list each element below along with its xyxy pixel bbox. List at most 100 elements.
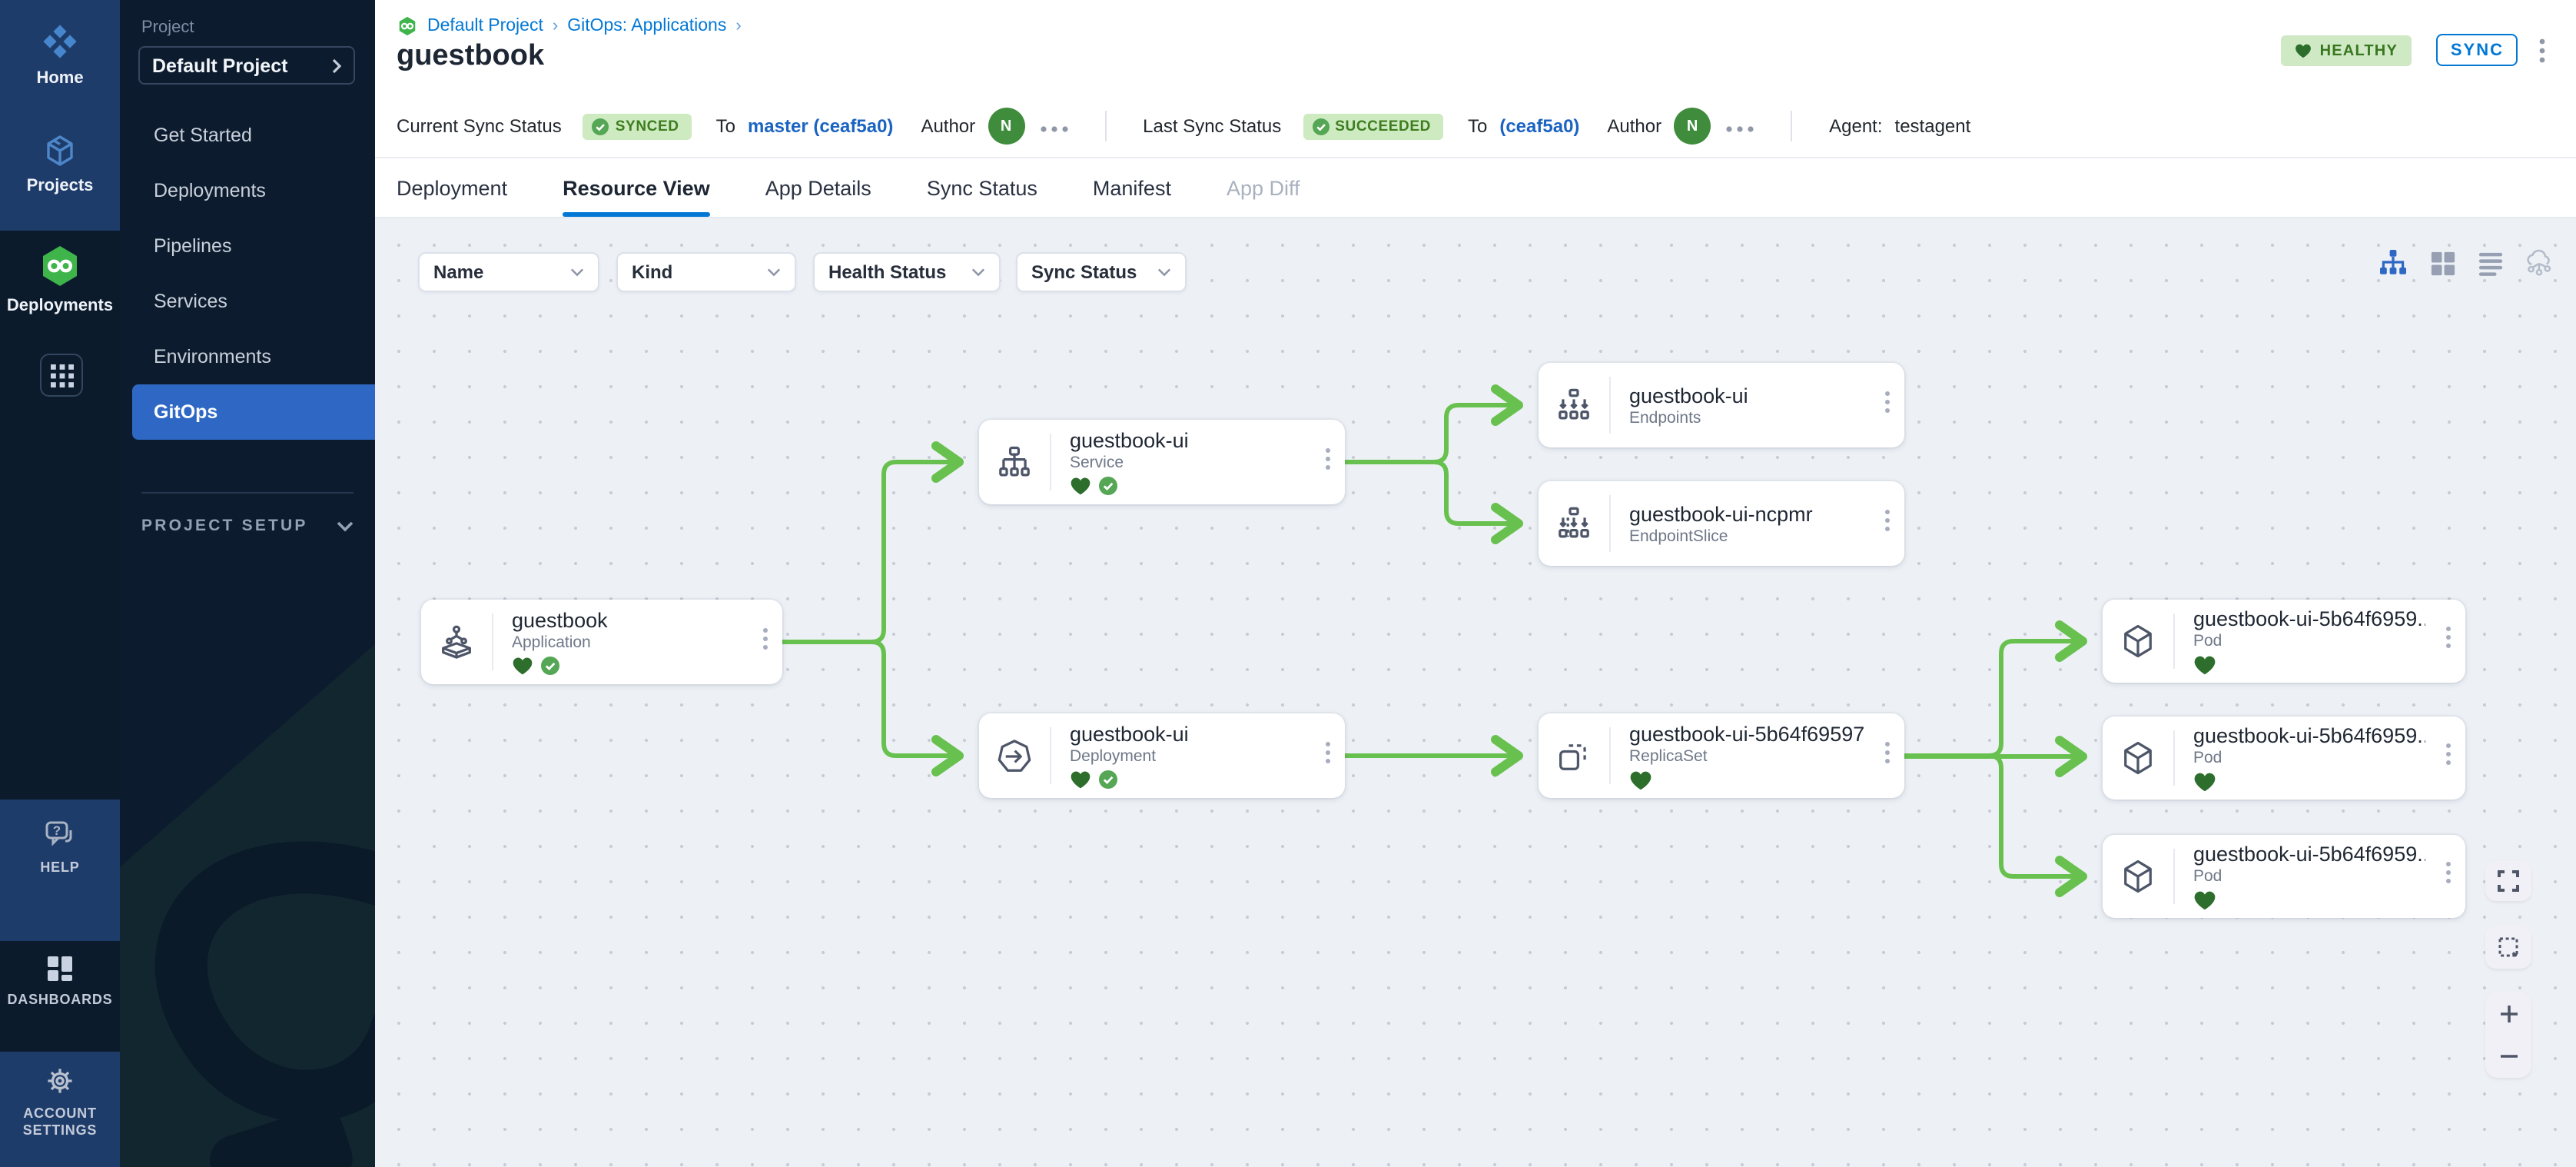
healthy-heart-icon bbox=[2194, 656, 2216, 675]
project-menu: Get Started Deployments Pipelines Servic… bbox=[120, 108, 375, 440]
network-view-icon[interactable] bbox=[2525, 248, 2553, 277]
node-menu-kebab-icon[interactable] bbox=[1325, 740, 1331, 771]
heart-icon bbox=[2295, 44, 2312, 58]
node-service-guestbook-ui[interactable]: guestbook-ui Service bbox=[979, 420, 1345, 504]
sidebar-item-environments[interactable]: Environments bbox=[120, 329, 375, 384]
healthy-heart-icon bbox=[1071, 477, 1090, 495]
filter-health-status[interactable]: Health Status bbox=[813, 252, 1001, 292]
sidebar-item-label: Environments bbox=[154, 346, 271, 367]
health-badge-label: HEALTHY bbox=[2319, 42, 2398, 59]
node-pod-3[interactable]: guestbook-ui-5b64f6959... Pod bbox=[2103, 835, 2465, 918]
tab-label: Manifest bbox=[1092, 176, 1171, 199]
zoom-in-button[interactable] bbox=[2485, 992, 2531, 1035]
synced-badge-label: SYNCED bbox=[615, 118, 679, 135]
last-sync-status-label: Last Sync Status bbox=[1143, 115, 1282, 137]
author-avatar[interactable]: N bbox=[1674, 108, 1711, 145]
app-menu-kebab-icon[interactable] bbox=[2539, 38, 2545, 71]
more-options-icon[interactable] bbox=[1726, 115, 1754, 137]
rail-item-dashboards[interactable]: DASHBOARDS bbox=[0, 953, 120, 1009]
resource-tree-canvas[interactable]: Name Kind Health Status Sync Status bbox=[375, 218, 2576, 1167]
node-application-guestbook[interactable]: guestbook Application bbox=[421, 600, 782, 684]
node-menu-kebab-icon[interactable] bbox=[1884, 508, 1891, 539]
cube-icon bbox=[47, 135, 73, 166]
resource-kind: Endpoints bbox=[1629, 408, 1701, 427]
project-sidebar: Project Default Project Get Started Depl… bbox=[120, 0, 375, 1167]
grid-view-icon[interactable] bbox=[2428, 249, 2456, 277]
project-setup-toggle[interactable]: PROJECT SETUP bbox=[141, 517, 354, 535]
author-avatar[interactable]: N bbox=[988, 108, 1025, 145]
tab-sync-status[interactable]: Sync Status bbox=[927, 158, 1037, 217]
node-menu-kebab-icon[interactable] bbox=[2445, 861, 2452, 892]
sidebar-item-get-started[interactable]: Get Started bbox=[120, 108, 375, 163]
fit-to-screen-button[interactable] bbox=[2485, 861, 2531, 901]
sync-button[interactable]: SYNC bbox=[2436, 34, 2518, 66]
resource-name: guestbook-ui bbox=[1070, 722, 1189, 745]
node-endpointslice-guestbook-ui-ncpmr[interactable]: guestbook-ui-ncpmr EndpointSlice bbox=[1539, 481, 1904, 566]
node-endpoints-guestbook-ui[interactable]: guestbook-ui Endpoints bbox=[1539, 363, 1904, 447]
pod-icon bbox=[2103, 856, 2173, 896]
node-pod-2[interactable]: guestbook-ui-5b64f6959... Pod bbox=[2103, 716, 2465, 800]
rail-item-help[interactable]: ? HELP bbox=[0, 818, 120, 876]
breadcrumb-link-applications[interactable]: GitOps: Applications bbox=[567, 17, 727, 35]
project-selector[interactable]: Default Project bbox=[138, 46, 355, 85]
node-menu-kebab-icon[interactable] bbox=[1325, 447, 1331, 477]
rail-item-account-settings[interactable]: ACCOUNT SETTINGS bbox=[0, 1064, 120, 1139]
tab-label: Deployment bbox=[397, 176, 508, 199]
tab-resource-view[interactable]: Resource View bbox=[563, 158, 710, 217]
filter-name[interactable]: Name bbox=[418, 252, 599, 292]
tree-view-icon[interactable] bbox=[2379, 249, 2407, 277]
breadcrumb-link-project[interactable]: Default Project bbox=[427, 17, 543, 35]
tab-manifest[interactable]: Manifest bbox=[1093, 158, 1171, 217]
node-menu-kebab-icon[interactable] bbox=[2445, 626, 2452, 657]
zoom-out-button[interactable] bbox=[2485, 1035, 2531, 1078]
sidebar-item-deployments[interactable]: Deployments bbox=[120, 163, 375, 218]
marquee-select-button[interactable] bbox=[2485, 926, 2531, 969]
tab-app-diff[interactable]: App Diff bbox=[1227, 158, 1300, 217]
last-revision-link[interactable]: (ceaf5a0) bbox=[1499, 115, 1580, 137]
node-menu-kebab-icon[interactable] bbox=[1884, 740, 1891, 771]
service-icon bbox=[979, 442, 1050, 482]
resource-kind: Application bbox=[512, 633, 591, 651]
more-options-icon[interactable] bbox=[1040, 115, 1067, 137]
agent-value: testagent bbox=[1894, 115, 1971, 137]
avatar-initial: N bbox=[1000, 118, 1012, 135]
app-tabs: Deployment Resource View App Details Syn… bbox=[397, 158, 1300, 217]
filter-label: Health Status bbox=[828, 261, 947, 283]
chevron-down-icon bbox=[767, 268, 781, 277]
sidebar-item-pipelines[interactable]: Pipelines bbox=[120, 218, 375, 274]
sidebar-item-services[interactable]: Services bbox=[120, 274, 375, 329]
node-divider bbox=[1609, 377, 1611, 434]
replicaset-icon bbox=[1539, 736, 1609, 776]
node-replicaset-guestbook-ui-5b64f69597[interactable]: guestbook-ui-5b64f69597 ReplicaSet bbox=[1539, 713, 1904, 798]
tab-deployment[interactable]: Deployment bbox=[397, 158, 507, 217]
breadcrumb-separator: › bbox=[552, 17, 559, 35]
rail-item-label: Deployments bbox=[6, 297, 114, 315]
rail-item-label: Home bbox=[36, 69, 84, 88]
chevron-down-icon bbox=[570, 268, 584, 277]
sidebar-item-gitops[interactable]: GitOps bbox=[132, 384, 375, 440]
node-deployment-guestbook-ui[interactable]: guestbook-ui Deployment bbox=[979, 713, 1345, 798]
node-divider bbox=[1050, 434, 1051, 490]
divider bbox=[1791, 111, 1793, 141]
module-picker-button[interactable] bbox=[40, 354, 83, 397]
synced-badge: SYNCED bbox=[583, 113, 692, 139]
node-pod-1[interactable]: guestbook-ui-5b64f6959... Pod bbox=[2103, 600, 2465, 683]
current-revision-link[interactable]: master (ceaf5a0) bbox=[747, 115, 894, 137]
rail-item-projects[interactable]: Projects bbox=[0, 132, 120, 195]
tab-app-details[interactable]: App Details bbox=[765, 158, 871, 217]
rail-item-home[interactable]: Home bbox=[0, 22, 120, 88]
filter-sync-status[interactable]: Sync Status bbox=[1016, 252, 1187, 292]
node-divider bbox=[1609, 727, 1611, 784]
sidebar-divider bbox=[141, 492, 354, 494]
list-view-icon[interactable] bbox=[2476, 249, 2504, 277]
node-menu-kebab-icon[interactable] bbox=[2445, 743, 2452, 773]
resource-name: guestbook-ui-5b64f69597 bbox=[1629, 722, 1864, 745]
resource-kind: ReplicaSet bbox=[1629, 746, 1708, 765]
dashboards-grid-icon bbox=[48, 956, 72, 981]
node-menu-kebab-icon[interactable] bbox=[762, 627, 768, 657]
chevron-down-icon bbox=[1157, 268, 1171, 277]
rail-item-deployments[interactable]: Deployments bbox=[0, 243, 120, 315]
node-menu-kebab-icon[interactable] bbox=[1884, 390, 1891, 421]
filter-kind[interactable]: Kind bbox=[616, 252, 796, 292]
